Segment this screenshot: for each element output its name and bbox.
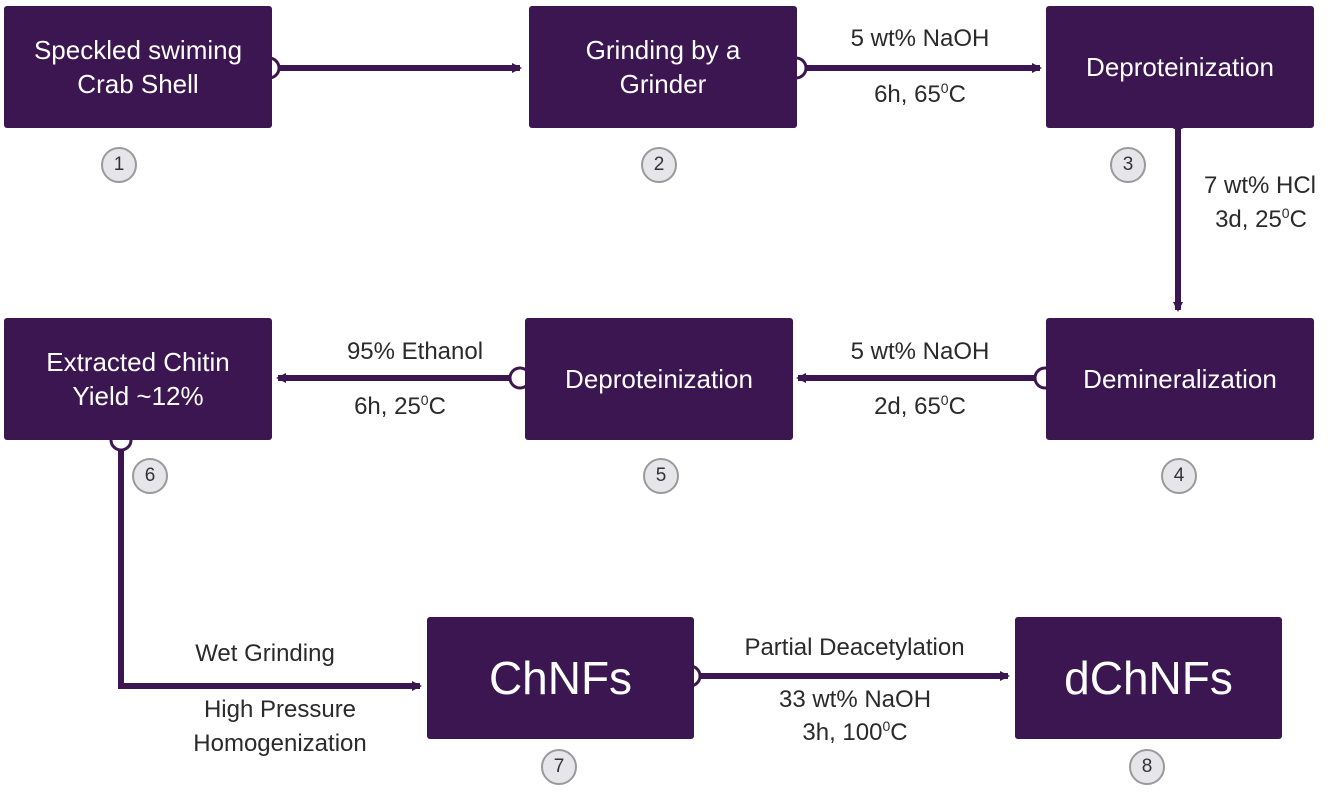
step-number-badge: 6 [132, 458, 168, 494]
step-number-badge: 7 [541, 749, 577, 785]
edge-6-7-label-bottom-1: High Pressure [203, 696, 357, 723]
edge-3-4-label-2: 3d, 250C [1215, 205, 1307, 233]
edge-5-6-label-bottom: 6h, 250C [354, 392, 446, 420]
step-2-line-1: Grinding by a [585, 35, 741, 65]
arrow-6-7 [118, 440, 422, 691]
edge-2-3-label-top: 5 wt% NaOH [850, 25, 990, 52]
edge-3-4-label-1: 7 wt% HCl [1203, 172, 1317, 199]
step-number-badge: 4 [1161, 458, 1197, 494]
edge-7-8-label-bottom-1: 33 wt% NaOH [778, 686, 932, 713]
step-number-badge: 5 [643, 458, 679, 494]
step-number-badge: 1 [101, 147, 137, 183]
edge-7-8-label-bottom-2: 3h, 1000C [802, 718, 908, 746]
step-box-7: ChNFs [427, 617, 694, 739]
edge-4-5-label-bottom: 2d, 650C [874, 392, 966, 420]
step-box-5: Deproteinization [525, 318, 793, 440]
edge-2-3-label-bottom: 6h, 650C [874, 80, 966, 108]
step-2-line-2: Grinder [619, 69, 707, 99]
step-box-1: Speckled swiming Crab Shell [4, 6, 272, 128]
step-box-6: Extracted Chitin Yield ~12% [4, 318, 272, 440]
step-6-line-2: Yield ~12% [72, 381, 204, 411]
step-6-line-1: Extracted Chitin [46, 347, 230, 377]
step-box-3: Deproteinization [1046, 6, 1314, 128]
step-4-line-1: Demineralization [1083, 364, 1277, 394]
step-number-badge: 3 [1110, 147, 1146, 183]
step-number-badge: 8 [1129, 749, 1165, 785]
step-7-line-1: ChNFs [488, 652, 633, 704]
step-1-line-2: Crab Shell [77, 69, 199, 99]
step-3-line-1: Deproteinization [1086, 52, 1274, 82]
step-box-4: Demineralization [1046, 318, 1314, 440]
step-8-line-1: dChNFs [1064, 652, 1233, 704]
edge-4-5-label-top: 5 wt% NaOH [850, 338, 990, 365]
step-box-2: Grinding by a Grinder [529, 6, 797, 128]
edge-5-6-label-top: 95% Ethanol [346, 338, 484, 365]
edge-6-7-label-bottom-2: Homogenization [193, 730, 367, 757]
step-1-line-1: Speckled swiming [33, 35, 243, 65]
edge-6-7-label-top: Wet Grinding [195, 640, 335, 667]
step-5-line-1: Deproteinization [565, 364, 753, 394]
step-box-8: dChNFs [1015, 617, 1282, 739]
step-number-badge: 2 [641, 147, 677, 183]
edge-7-8-label-top: Partial Deacetylation [744, 634, 965, 661]
